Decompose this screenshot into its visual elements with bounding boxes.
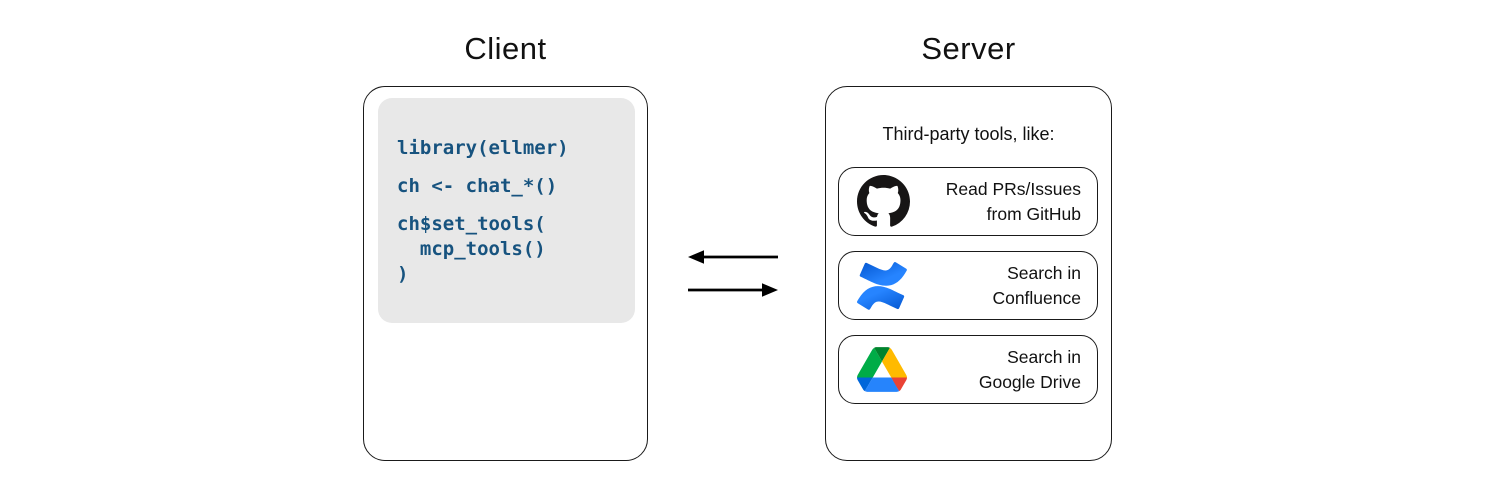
server-title: Server <box>921 31 1016 66</box>
client-server-arrows <box>688 250 778 297</box>
r-code-block: library(ellmer) ch <- chat_*() ch$set_to… <box>378 98 635 323</box>
tool-card-confluence: Search in Confluence <box>838 251 1098 320</box>
code-statement-library: library(ellmer) <box>397 137 569 159</box>
code-statement-chat: ch <- chat_*() <box>397 175 558 197</box>
server-box: Third-party tools, like: Read PRs/Issues… <box>825 86 1112 461</box>
tool-card-google-drive: Search in Google Drive <box>838 335 1098 404</box>
client-title: Client <box>464 31 547 66</box>
server-subtitle: Third-party tools, like: <box>882 124 1055 144</box>
google-drive-icon <box>857 347 907 392</box>
code-statement-set-tools: ch$set_tools( mcp_tools() ) <box>397 213 546 285</box>
arrow-left-icon <box>688 250 778 264</box>
tool-label-github: Read PRs/Issues from GitHub <box>945 178 1081 224</box>
github-icon <box>857 175 910 227</box>
tool-card-github: Read PRs/Issues from GitHub <box>838 167 1098 236</box>
tool-label-google-drive: Search in Google Drive <box>978 346 1081 392</box>
client-box: library(ellmer) ch <- chat_*() ch$set_to… <box>363 86 648 461</box>
tool-label-confluence: Search in Confluence <box>992 262 1081 308</box>
confluence-icon <box>857 261 907 310</box>
arrow-right-icon <box>688 283 778 297</box>
